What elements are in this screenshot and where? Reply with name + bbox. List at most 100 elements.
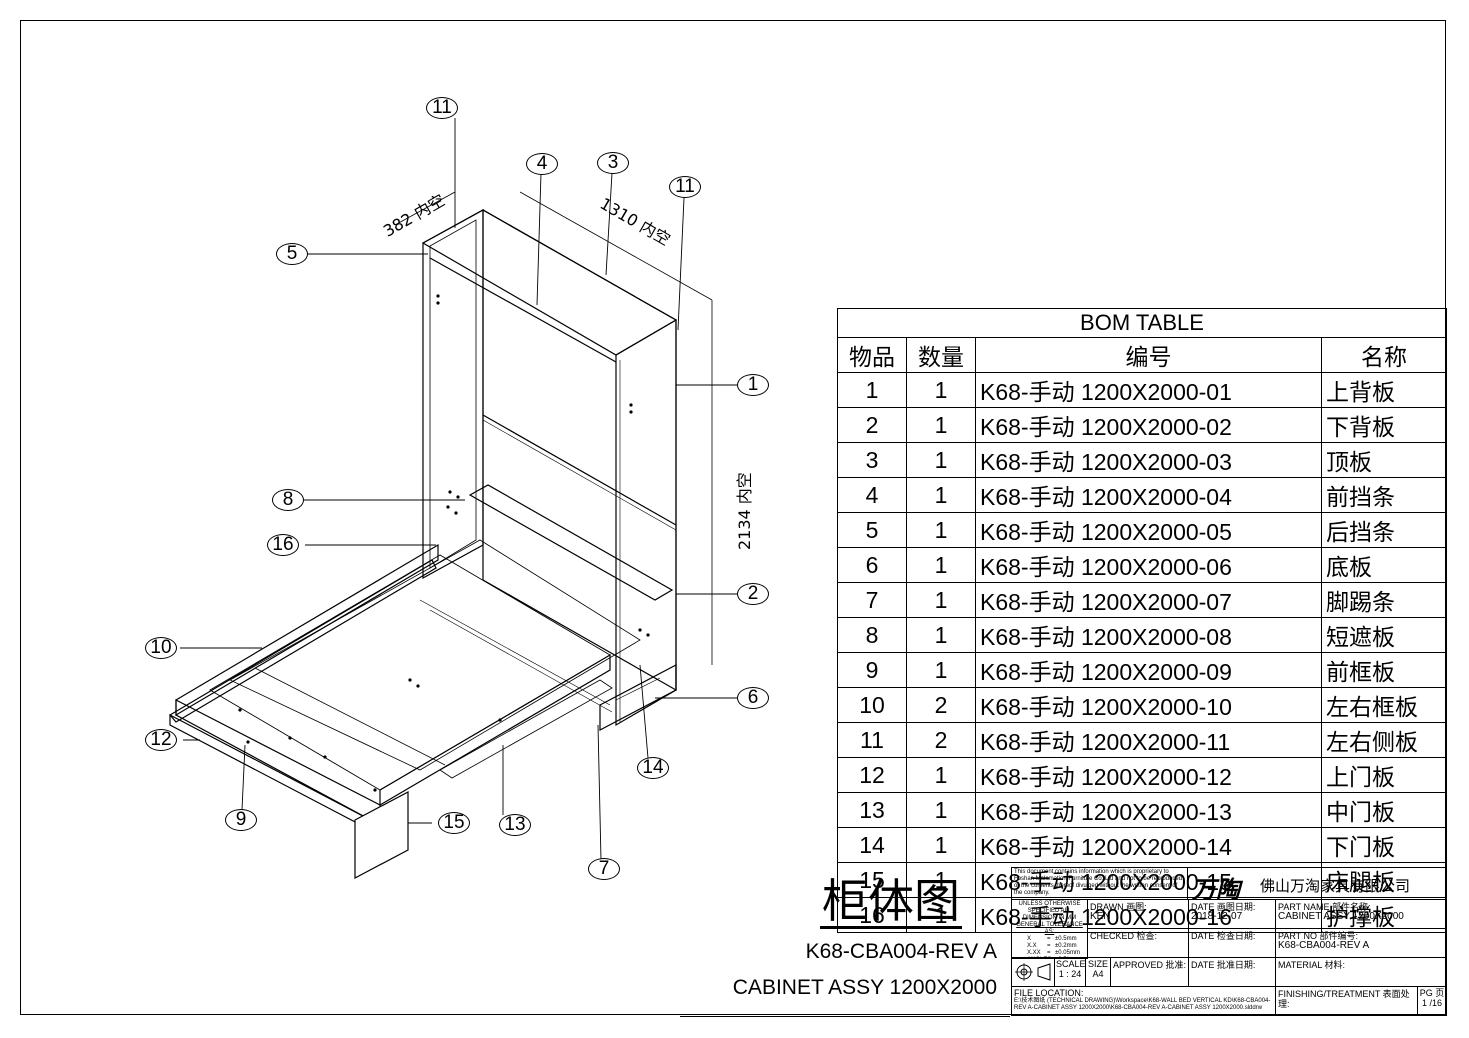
bom-cell-code: K68-手动 1200X2000-07 [975,582,1322,618]
balloon-callout: 12 [145,729,177,751]
bom-cell-item: 6 [837,547,907,583]
bom-cell-qty: 1 [906,582,976,618]
tolerance-row: X=±0.5mm [1013,936,1086,943]
drawn-label: DRAWN 画图: [1090,902,1147,912]
part-no-box: PART NO 部件编号: K68-CBA004-REV A [1275,928,1447,958]
date-approved-label: DATE 批准日期: [1191,960,1256,970]
title-underline [680,1016,1010,1017]
bom-cell-qty: 1 [906,407,976,443]
bom-header-qty: 数量 [906,337,976,373]
bom-cell-item: 9 [837,652,907,688]
bom-cell-qty: 1 [906,757,976,793]
part-name-value: CABINET ASSY 1200X2000 [1278,911,1404,922]
bom-cell-name: 左右侧板 [1321,722,1447,758]
size-value: A4 [1092,969,1104,979]
bom-cell-qty: 1 [906,512,976,548]
approved-box: APPROVED 批准: [1110,957,1189,987]
bom-cell-item: 10 [837,687,907,723]
tolerance-row: X.XX=±0.05mm [1013,950,1086,957]
bom-cell-name: 底板 [1321,547,1447,583]
tolerance-cell: = [1047,950,1051,956]
finishing-box: FINISHING/TREATMENT 表面处理: [1275,986,1418,1016]
bom-cell-name: 下门板 [1321,827,1447,863]
bom-cell-item: 14 [837,827,907,863]
notice-text: This document contains information which… [1014,869,1183,896]
size-label: SIZE [1087,959,1108,969]
balloon-callout: 10 [145,637,177,659]
bom-cell-name: 上背板 [1321,372,1447,408]
bom-cell-name: 护撑板 [1321,897,1447,933]
bom-cell-code: K68-手动 1200X2000-01 [975,372,1322,408]
main-title: 柜体图 [820,874,962,929]
bom-cell-name: 短遮板 [1321,617,1447,653]
bom-cell-qty: 1 [906,652,976,688]
bom-header-code: 编号 [975,337,1322,373]
balloon-callout: 11 [426,97,458,119]
bom-cell-item: 2 [837,407,907,443]
bom-cell-item: 1 [837,372,907,408]
balloon-callout: 14 [637,757,669,779]
file-location-box: FILE LOCATION: E:\技术图纸 (TECHNICAL DRAWIN… [1011,986,1276,1016]
dimension-depth: 382 内空 [380,190,448,240]
scale-box: SCALE 1 : 24 [1054,957,1086,987]
checked-label: CHECKED 检查: [1090,931,1158,941]
scale-label: SCALE [1056,959,1086,969]
cabinet-outline [169,191,713,879]
bom-title-row: BOM TABLE [837,308,1447,338]
bom-cell-item: 8 [837,617,907,653]
bom-cell-code: K68-手动 1200X2000-16 [975,897,1322,933]
balloon-callout: 8 [272,489,304,511]
balloon-callout: 13 [499,814,531,836]
bom-cell-code: K68-手动 1200X2000-04 [975,477,1322,513]
bom-cell-name: 顶板 [1321,442,1447,478]
balloon-callout: 2 [737,583,769,605]
logo-box: 万陶 佛山万淘家具有限公司 [1187,867,1447,900]
drawn-box: DRAWN 画图: KEN [1087,899,1189,929]
finishing-label: FINISHING/TREATMENT 表面处理: [1278,989,1410,1009]
bom-cell-name: 中门板 [1321,792,1447,828]
bom-cell-qty: 1 [906,477,976,513]
page-box: PG 页 1 /16 [1417,986,1447,1016]
balloon-callout: 1 [737,374,769,396]
date-checked-box: DATE 检查日期: [1188,928,1276,958]
tolerance-box: UNLESS OTHERWISE SPECIFIED ALL DIMENSION… [1011,899,1088,959]
tolerance-cell: = [1047,936,1051,942]
part-name-box: PART NAME 部件名称: CABINET ASSY 1200X2000 [1275,899,1447,929]
bom-cell-code: K68-手动 1200X2000-11 [975,722,1322,758]
balloon-callout: 9 [225,809,257,831]
date-checked-label: DATE 检查日期: [1191,931,1256,941]
bom-cell-name: 床腿板 [1321,862,1447,898]
company-logo: 万陶 [1192,876,1240,900]
tolerance-cell: X.X [1027,943,1037,949]
bom-cell-qty: 1 [906,862,976,898]
bom-cell-qty: 1 [906,442,976,478]
date-drawn-value: 2018-12-07 [1191,911,1243,922]
company-name: 佛山万淘家具有限公司 [1260,877,1411,895]
bom-cell-item: 12 [837,757,907,793]
file-location-label: FILE LOCATION: [1014,988,1084,998]
assembly-name-title: CABINET ASSY 1200X2000 [732,976,997,999]
part-no-value: K68-CBA004-REV A [1278,940,1370,951]
hole-markers [238,294,650,792]
bom-cell-qty: 1 [906,547,976,583]
leader-lines [180,118,740,861]
bom-cell-name: 脚踢条 [1321,582,1447,618]
bom-cell-name: 下背板 [1321,407,1447,443]
size-box: SIZE A4 [1085,957,1111,987]
page-label: PG 页 [1419,988,1445,998]
part-no-label: PART NO 部件编号: [1278,931,1359,941]
bom-cell-code: K68-手动 1200X2000-14 [975,827,1322,863]
tolerance-row: X.X=±0.2mm [1013,943,1086,950]
